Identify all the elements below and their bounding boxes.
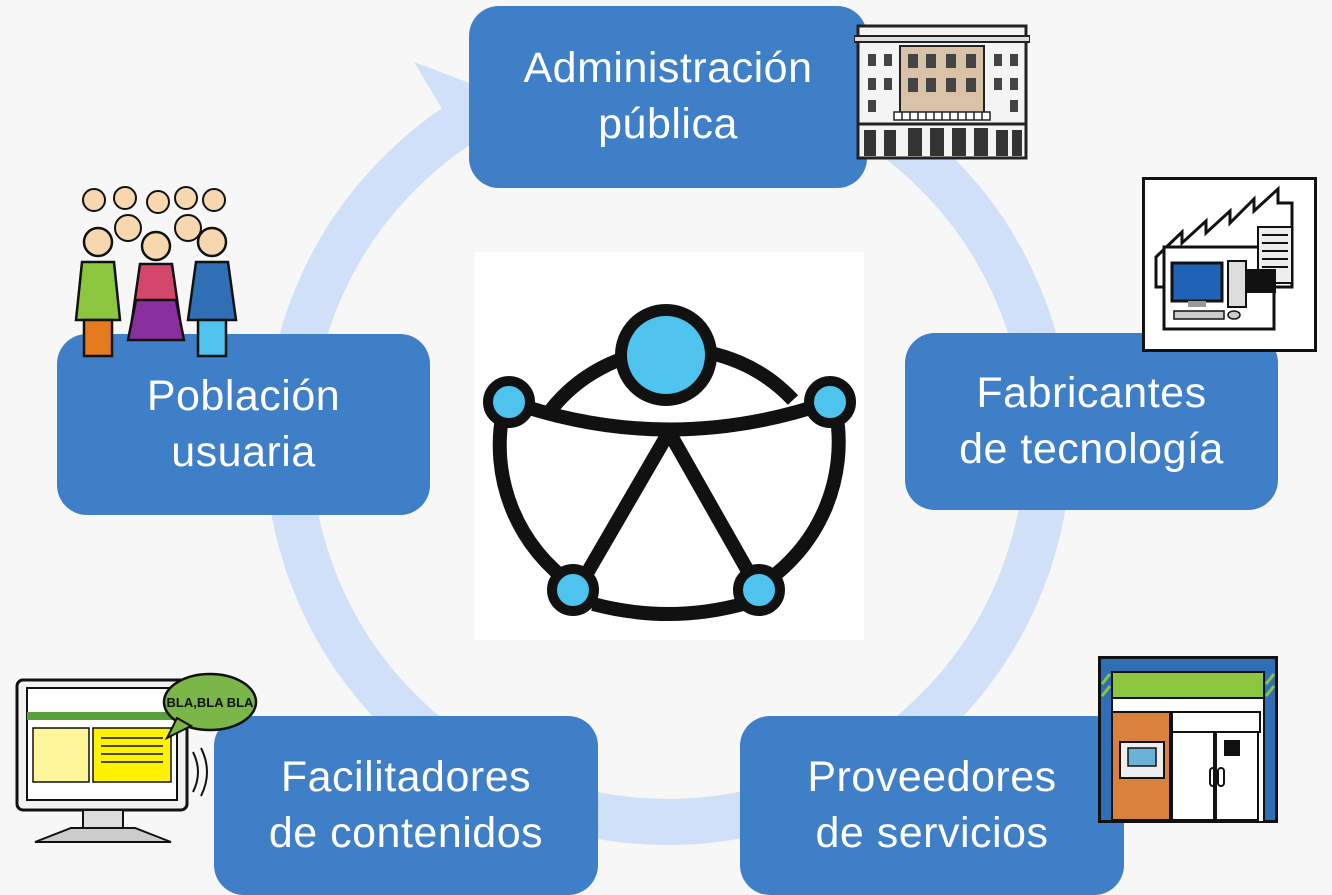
group-of-people-icon [70, 180, 248, 358]
node-proveedores-de-servicios: Proveedores de servicios [740, 716, 1124, 895]
node-label-line1: Administración [523, 44, 813, 93]
node-label-line2: de servicios [815, 808, 1049, 857]
node-label-line2: de contenidos [268, 808, 544, 857]
node-label-line1: Proveedores [807, 752, 1057, 801]
node-label-line1: Fabricantes [976, 368, 1207, 417]
node-poblacion-usuaria: Población usuaria [57, 334, 430, 515]
node-facilitadores-de-contenidos: Facilitadores de contenidos [214, 716, 598, 895]
speech-bubble-text: BLA,BLA BLA [167, 695, 255, 710]
easy-read-monitor-icon: BLA,BLA BLA [15, 672, 260, 850]
government-building-icon [853, 20, 1031, 160]
node-administracion-publica: Administración pública [469, 6, 867, 188]
node-label-line1: Población [146, 371, 341, 420]
node-label-line2: de tecnología [959, 424, 1224, 473]
shop-atm-icon [1098, 656, 1278, 823]
node-label-line2: pública [598, 100, 738, 148]
node-fabricantes-de-tecnologia: Fabricantes de tecnología [905, 333, 1278, 510]
node-label-line1: Facilitadores [280, 752, 532, 801]
node-label-line2: usuaria [171, 427, 316, 476]
factory-computer-icon [1142, 177, 1317, 352]
accessibility-icon [475, 252, 864, 640]
